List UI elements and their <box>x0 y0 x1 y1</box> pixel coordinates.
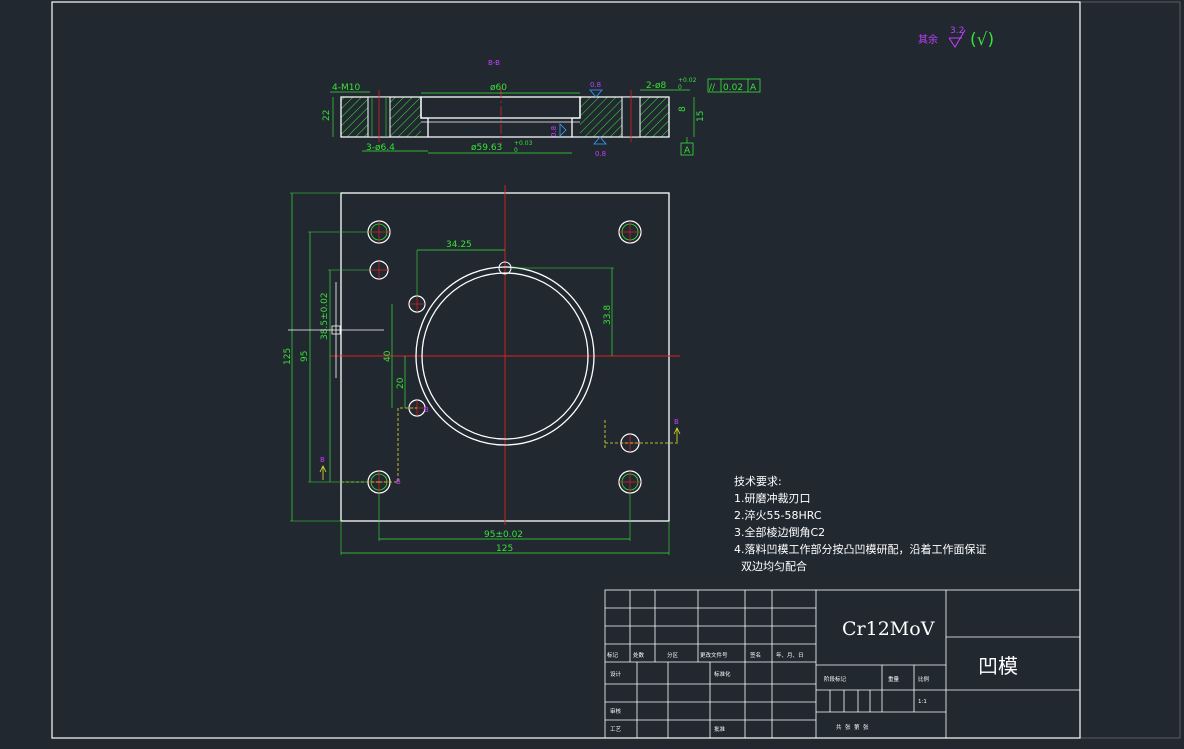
tb-stage-mark: 阶段标记 <box>824 675 847 683</box>
dim-pin-tol: +0.02 <box>678 77 697 84</box>
bore-outer <box>415 266 595 446</box>
dim-bore-top: ø60 <box>490 83 507 93</box>
dim-width-125: 125 <box>496 544 513 554</box>
title-part-name: 凹模 <box>978 654 1018 678</box>
dim-height-125: 125 <box>283 348 293 365</box>
tech-req-item-4: 4.落料凹模工作部分按凸凹模研配，沿着工作面保证 <box>734 542 987 556</box>
tolerance-datum: A <box>750 83 757 93</box>
technical-requirements: 技术要求: 1.研磨冲裁刃口 2.淬火55-58HRC 3.全部棱边倒角C2 4… <box>734 475 987 573</box>
hole-top-right <box>618 220 642 244</box>
tb-review: 审核 <box>610 707 622 715</box>
surface-finish-value: 3.2 <box>950 26 964 36</box>
tb-process: 工艺 <box>610 726 622 733</box>
dim-20: 20 <box>396 377 406 389</box>
tb-standardize: 标准化 <box>714 670 731 678</box>
tech-req-title: 技术要求: <box>734 475 782 488</box>
section-arrow-2 <box>673 427 681 442</box>
crosshair-cursor-icon <box>288 282 384 378</box>
tb-scale: 比例 <box>918 675 930 683</box>
tb-design: 设计 <box>610 670 622 678</box>
tolerance-frame <box>707 78 761 93</box>
tb-weight: 重量 <box>888 675 900 683</box>
section-marker-2: B <box>396 478 401 486</box>
surface-finish-label: 其余 <box>918 33 938 46</box>
dim-height-95: 95 <box>300 351 310 362</box>
roughness-2: 0.8 <box>550 126 558 137</box>
tb-approve: 批准 <box>714 725 726 733</box>
dim-bore-tol-upper: +0.03 <box>514 140 533 147</box>
roughness-1: 0.8 <box>590 81 601 89</box>
dim-width-95: 95±0.02 <box>484 530 523 540</box>
dim-pin-holes: 2-ø8 <box>646 81 666 91</box>
inner-frame-corner <box>1079 1 1181 739</box>
dim-offset-x: 34.25 <box>446 240 472 250</box>
hole-left-upper <box>369 260 389 280</box>
tb-label-mark: 标记 <box>607 651 619 659</box>
dim-40: 40 <box>383 350 393 362</box>
section-marker-3: B <box>424 406 429 414</box>
section-marker-1: B <box>320 456 325 464</box>
hole-inner-upper <box>408 295 426 313</box>
plan-view: B B B B 34.25 33.8 38.5±0.02 95 125 40 2… <box>283 185 681 555</box>
tech-req-item-1: 1.研磨冲裁刃口 <box>734 491 811 505</box>
dim-height-right-outer: 15 <box>696 111 706 122</box>
tb-scale-value: 1:1 <box>918 699 927 705</box>
tb-label-date: 年、月、日 <box>776 651 804 659</box>
tb-label-sign: 签名 <box>750 651 761 659</box>
tech-req-item-3: 3.全部棱边倒角C2 <box>734 525 825 539</box>
tech-req-item-5: 双边均匀配合 <box>734 559 807 573</box>
tech-req-item-2: 2.淬火55-58HRC <box>734 508 822 522</box>
roughness-symbol-icon <box>948 29 966 48</box>
tb-sheet-info: 共 张 第 张 <box>836 723 869 731</box>
hole-bottom-right <box>618 470 642 494</box>
outer-frame <box>51 1 1081 739</box>
dim-pin-tol-lower: 0 <box>678 84 682 91</box>
bore-inner <box>421 272 589 440</box>
dim-height-left: 22 <box>322 110 332 121</box>
dim-bore-tol-lower: 0 <box>514 147 518 154</box>
dim-holes-small: 3-ø6.4 <box>366 143 395 153</box>
title-block <box>604 589 1081 739</box>
datum-label: A <box>684 146 691 156</box>
roughness-3: 0.8 <box>595 150 606 158</box>
section-arrow-1 <box>319 465 327 480</box>
tb-label-change: 更改文件号 <box>700 651 728 659</box>
hole-top-left <box>367 220 391 244</box>
tolerance-value: 0.02 <box>723 83 743 93</box>
dim-bore-bottom: ø59.63 <box>471 143 502 153</box>
roughness-1-icon <box>589 89 603 98</box>
roughness-2-icon <box>559 123 567 137</box>
dim-hole-spacing-v: 38.5±0.02 <box>320 292 330 340</box>
tb-label-zone: 分区 <box>667 651 679 659</box>
dim-threads: 4-M10 <box>332 83 360 93</box>
section-marker-4: B <box>674 418 679 426</box>
section-view: B-B 4-M10 ø60 3-ø6.4 ø59.63 +0.03 0 2-ø8… <box>322 59 761 158</box>
tolerance-symbol: // <box>709 83 716 93</box>
dim-height-right-inner: 8 <box>678 106 688 112</box>
section-label: B-B <box>488 59 500 67</box>
title-material: Cr12MoV <box>842 618 935 640</box>
dim-offset-y: 33.8 <box>603 305 613 325</box>
roughness-3-icon <box>593 136 607 145</box>
tb-label-count: 处数 <box>633 651 645 659</box>
surface-finish-symbol: (√) <box>970 30 994 50</box>
section-bore <box>420 96 581 119</box>
